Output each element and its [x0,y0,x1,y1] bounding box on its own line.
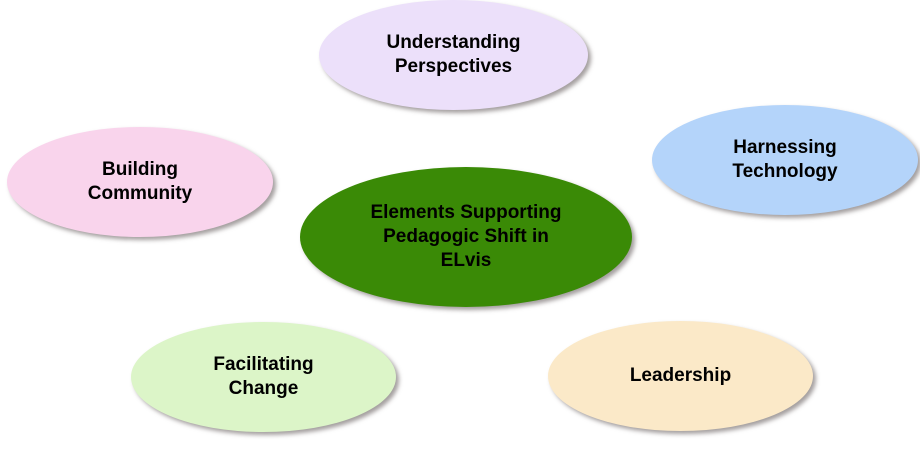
node-label: Understanding Perspectives [386,32,521,77]
node-leadership: Leadership [548,321,813,431]
node-label: Building Community [87,159,193,204]
node-facilitating-change: Facilitating Change [131,322,396,432]
node-label: Leadership [629,365,732,386]
node-building-community: Building Community [7,127,273,237]
node-harnessing-technology: Harnessing Technology [652,105,918,215]
node-label: Harnessing Technology [732,137,838,182]
center-node-label: Elements Supporting Pedagogic Shift in E… [370,202,562,271]
center-node: Elements Supporting Pedagogic Shift in E… [300,167,632,307]
node-label: Facilitating Change [213,354,314,399]
node-understanding-perspectives: Understanding Perspectives [319,0,588,110]
